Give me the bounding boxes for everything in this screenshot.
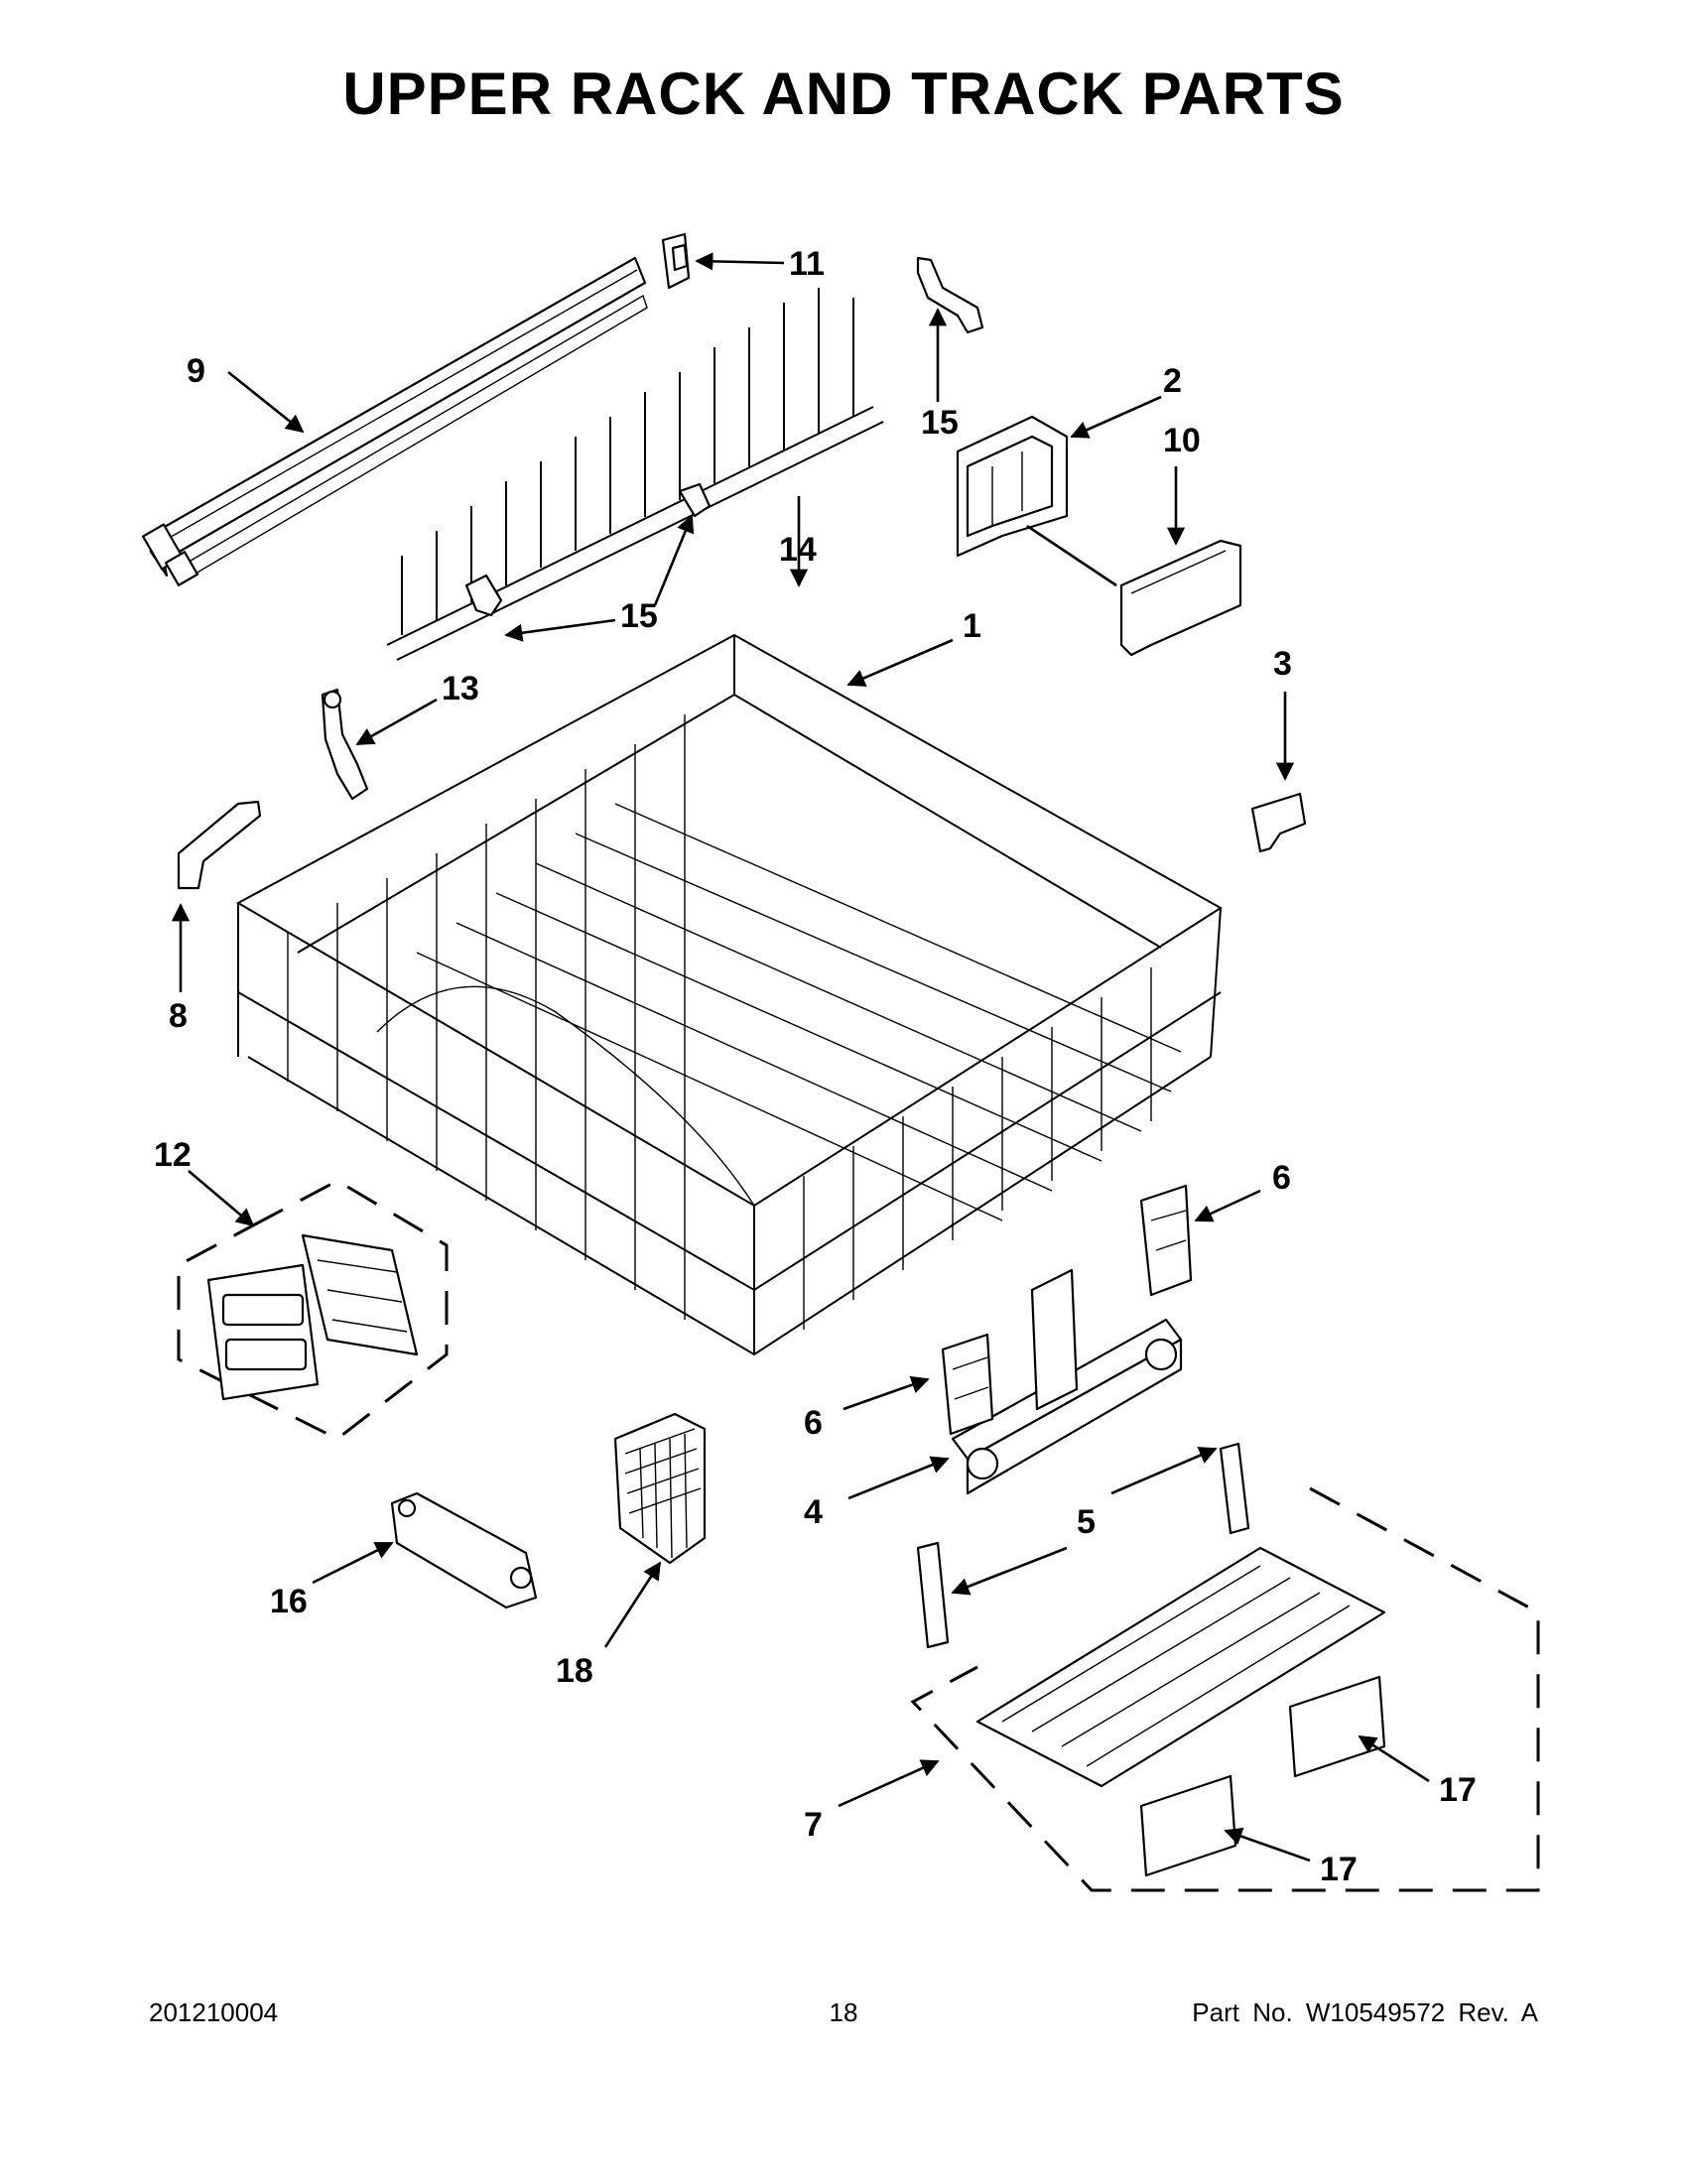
callout-16: 16 (270, 1583, 308, 1620)
part-6-clip-left (941, 1333, 994, 1436)
callout-9: 10 (1163, 422, 1201, 459)
callout-14: 14 (779, 531, 817, 569)
part-14-tine-row (386, 288, 884, 661)
part-5-spacer-left (916, 1541, 950, 1649)
callout-12: 11 (789, 245, 825, 283)
callout-6-right: 6 (1272, 1159, 1291, 1197)
part-2-adjuster-housing (956, 415, 1069, 558)
callout-1: 1 (963, 607, 981, 645)
callout-10: 9 (187, 352, 205, 390)
callout-4: 4 (804, 1493, 823, 1531)
part-7-tray-set (910, 1486, 1540, 1892)
callout-17-upper: 17 (1439, 1771, 1477, 1809)
part-9-cover (1119, 539, 1242, 657)
part-4-track (951, 1268, 1183, 1495)
part-12-clip (661, 232, 691, 290)
callout-13: 13 (442, 670, 479, 707)
callout-11: 12 (154, 1136, 192, 1174)
part-6-clip-right (1139, 1184, 1193, 1297)
footer-document-number: 201210004 (149, 1997, 279, 2027)
callout-8: 8 (169, 997, 188, 1035)
part-13-rack-stop (321, 688, 369, 801)
callout-15-mid: 15 (620, 597, 658, 635)
part-10-rack-rail (142, 256, 648, 586)
callout-labels: 11 9 15 2 10 14 15 1 3 13 8 12 6 6 4 5 1… (154, 245, 1477, 1888)
callout-7: 7 (804, 1806, 823, 1844)
part-1-upper-rack (235, 633, 1223, 1356)
callout-18: 18 (556, 1652, 593, 1690)
part-15-clip-top (916, 256, 984, 334)
part-5-spacer-right (1219, 1442, 1250, 1535)
part-16-clip (390, 1491, 538, 1609)
leader-lines (171, 252, 1430, 1863)
callout-5: 5 (1077, 1503, 1096, 1541)
part-3-clip (1250, 792, 1307, 853)
part-11-cover-set (177, 1179, 449, 1441)
callout-17-lower: 17 (1320, 1851, 1358, 1888)
callout-2: 2 (1163, 362, 1182, 400)
part-8-adjuster-arm (177, 800, 262, 890)
callout-3: 3 (1273, 645, 1292, 683)
part-18-basket (613, 1412, 707, 1565)
callout-15-top: 15 (921, 404, 959, 442)
footer-part-number: Part No. W10549572 Rev. A (1192, 1997, 1538, 2027)
footer-page-number: 18 (829, 1997, 858, 2027)
callout-6-left: 6 (804, 1404, 823, 1442)
page-title: UPPER RACK AND TRACK PARTS (342, 61, 1345, 127)
